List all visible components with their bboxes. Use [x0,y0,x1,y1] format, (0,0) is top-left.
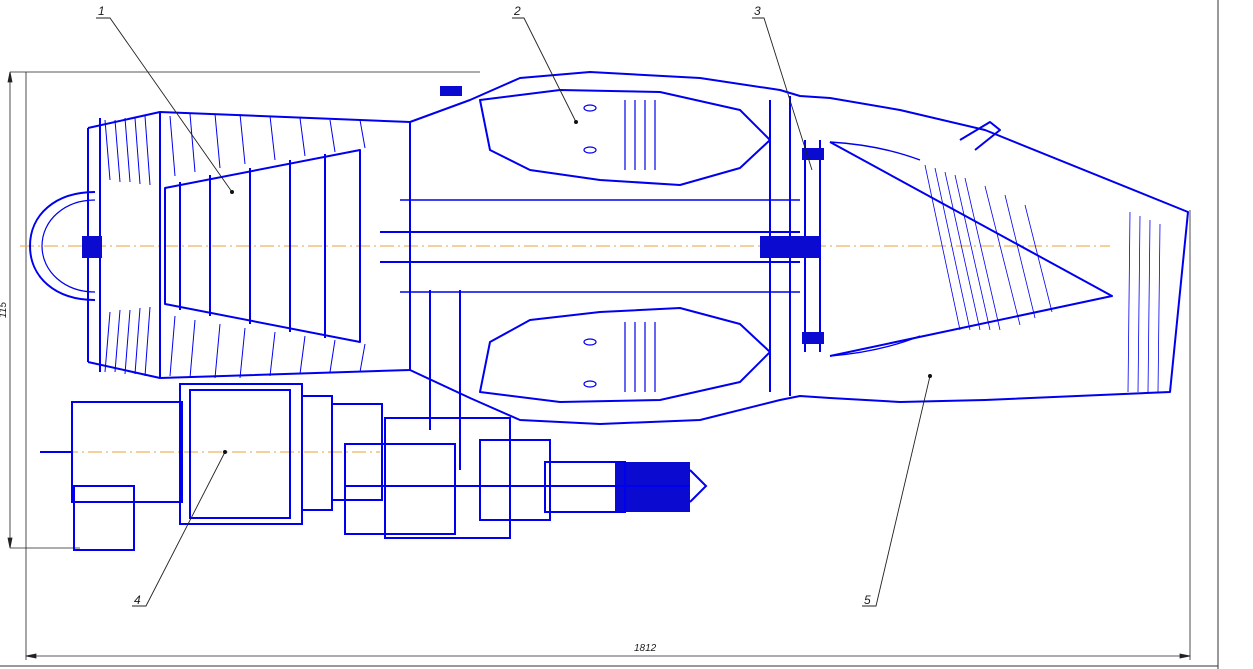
starter-generator [40,383,383,551]
centerlines [20,245,1110,453]
engine-outline [29,71,1189,425]
leader-dots [223,120,932,454]
sheet-frame [0,0,1219,669]
dimension-length-label: 1812 [634,643,657,654]
callout-1: 1 [98,4,105,18]
dimension-lines [7,71,1191,660]
dimension-height-label: 115 [0,302,9,318]
fuel-pump-assembly [344,290,708,539]
combustor-holes [583,100,656,392]
callout-3: 3 [754,4,761,18]
callout-2: 2 [513,4,521,18]
callout-5: 5 [864,593,871,607]
callout-4: 4 [134,593,141,607]
leader-lines [96,17,931,607]
section-fills [82,86,824,512]
exhaust-hatching [924,164,1161,393]
compressor-blades [104,113,366,379]
